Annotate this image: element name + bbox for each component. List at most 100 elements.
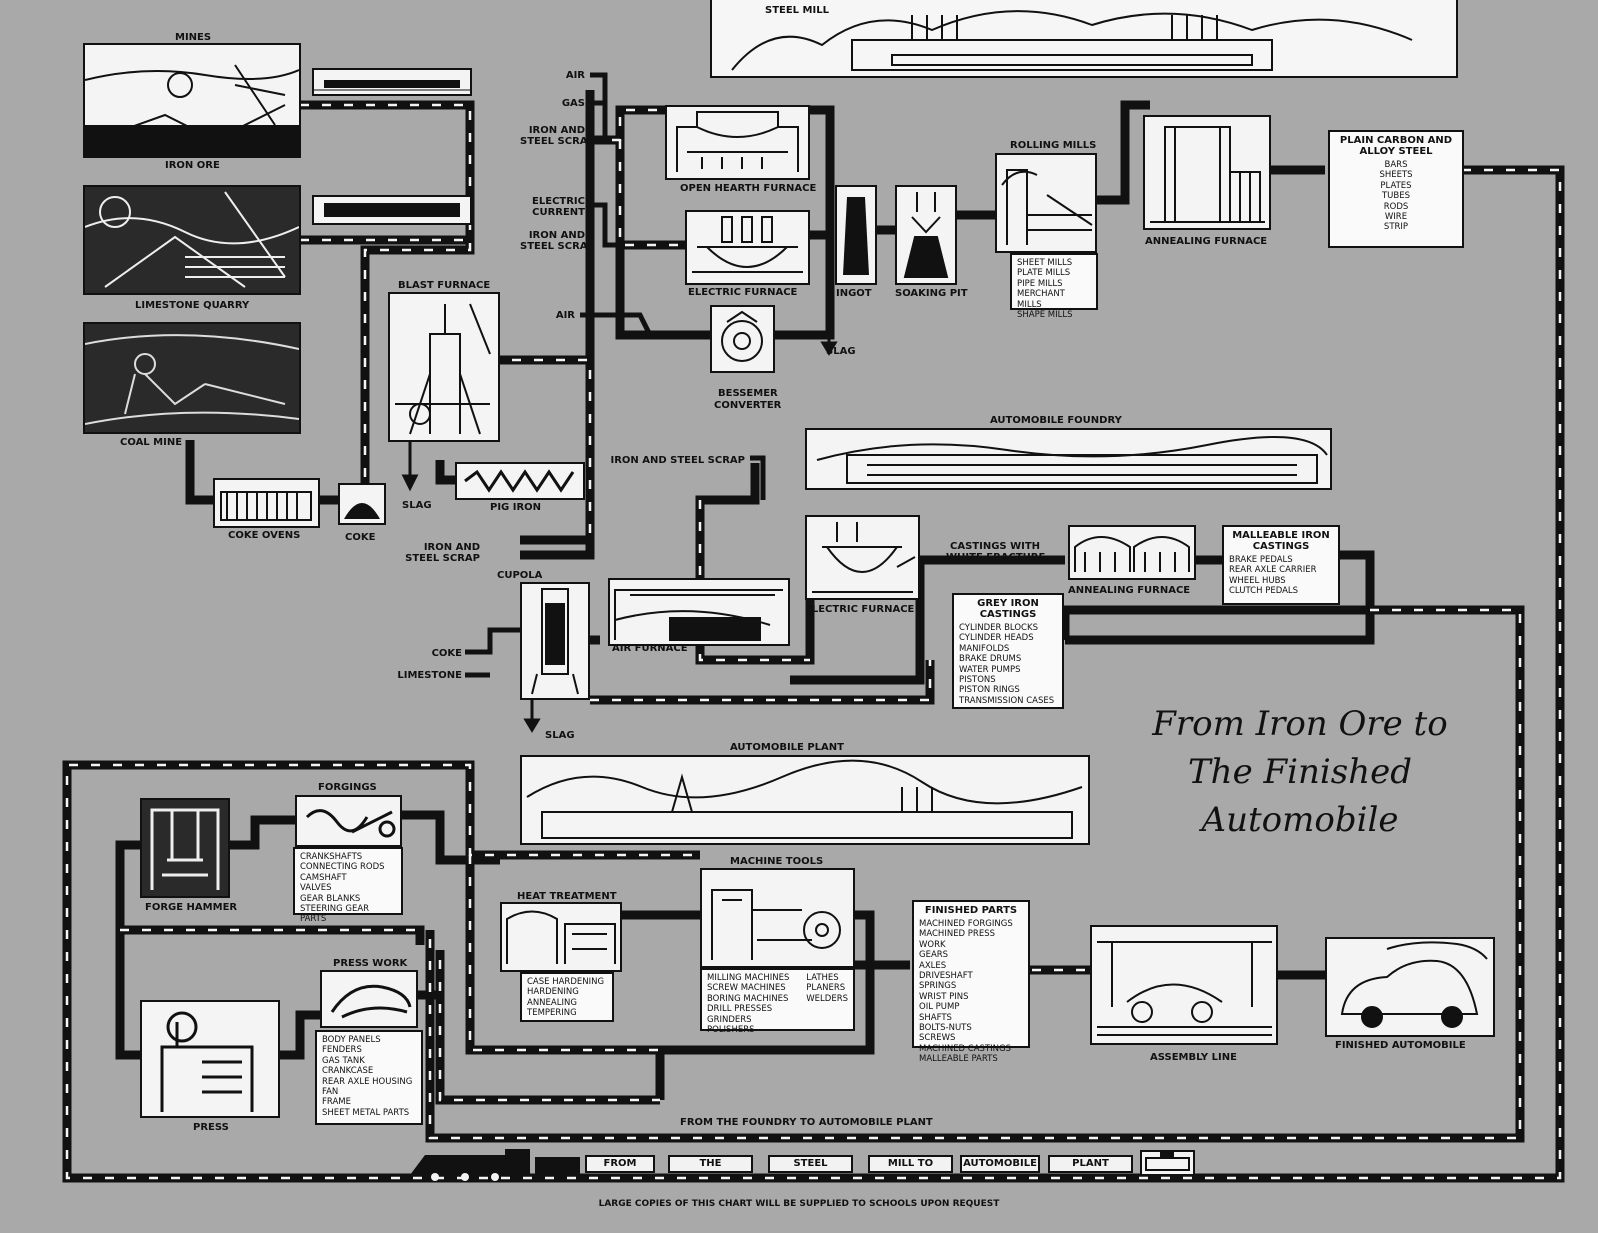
annealing-furnace-2-picture [1068, 525, 1196, 580]
iron-ore-label: IRON ORE [165, 160, 220, 171]
machine-item: POLISHERS [707, 1025, 755, 1036]
ingot-label: INGOT [836, 288, 872, 299]
heat-item: ANNEALING [527, 997, 577, 1008]
pig-iron-label: PIG IRON [490, 502, 542, 513]
rolling-mills-picture [995, 153, 1097, 253]
grey-iron-item: MANIFOLDS [959, 643, 1010, 654]
steel-mill-label: STEEL MILL [765, 5, 829, 16]
press-item: REAR AXLE HOUSING [322, 1076, 413, 1087]
malleable-item: BRAKE PEDALS [1229, 555, 1293, 565]
machine-item: GRINDERS [707, 1014, 752, 1025]
flow-line [115, 930, 140, 1060]
press-item: FRAME [322, 1097, 351, 1108]
ingot-picture [835, 185, 877, 285]
machine-tools-label: MACHINE TOOLS [730, 856, 824, 867]
train-car-3: STEEL [768, 1155, 853, 1173]
coke-input: COKE [431, 648, 462, 659]
product-item: SHEET MILLS [1017, 258, 1073, 268]
iron-scrap-input-2a: IRON AND [528, 230, 585, 241]
train-car-4: MILL TO [868, 1155, 953, 1173]
forgings-products: CRANKSHAFTS CONNECTING RODS CAMSHAFT VAL… [293, 847, 403, 924]
iron-scrap-input-1a: IRON AND [528, 125, 585, 136]
blast-furnace-label: BLAST FURNACE [398, 280, 491, 291]
machine-item: LATHES [806, 973, 839, 983]
electric-furnace-2-picture [805, 515, 920, 600]
air-input-2: AIR [555, 310, 575, 321]
press-item: FENDERS [322, 1045, 362, 1056]
part-item: SHAFTS [919, 1012, 952, 1023]
grey-iron-item: CYLINDER BLOCKS [959, 623, 1038, 633]
grey-iron-item: CYLINDER HEADS [959, 633, 1034, 644]
forging-item: GEAR BLANKS [300, 893, 361, 904]
coke-ovens-picture [213, 478, 320, 528]
forging-item: CAMSHAFT [300, 872, 347, 883]
heat-item: TEMPERING [527, 1008, 577, 1019]
pig-iron-picture [455, 462, 585, 500]
machine-item: PLANERS [806, 983, 846, 994]
machine-item: WELDERS [806, 993, 848, 1004]
open-hearth-picture [665, 105, 810, 180]
title-line-3: Automobile [1201, 800, 1399, 840]
malleable-item: CLUTCH PEDALS [1229, 586, 1299, 597]
flow-line [435, 460, 455, 485]
forging-item: VALVES [300, 883, 332, 894]
soaking-pit-label: SOAKING PIT [895, 288, 968, 299]
malleable-item: WHEEL HUBS [1229, 575, 1286, 586]
train-car-5: AUTOMOBILE [960, 1155, 1040, 1173]
steel-product: SHEETS [1379, 170, 1413, 181]
coke-ovens-label: COKE OVENS [228, 530, 301, 541]
electric-furnace-1-label: ELECTRIC FURNACE [688, 287, 798, 298]
press-item: CRANKCASE [322, 1066, 374, 1077]
foundry-picture [805, 428, 1332, 490]
title-line-1: From Iron Ore to [1152, 704, 1448, 744]
coke-label: COKE [345, 532, 376, 543]
grey-iron-heading: GREY IRON CASTINGS [977, 598, 1039, 620]
grey-iron-box: GREY IRON CASTINGS CYLINDER BLOCKS CYLIN… [952, 593, 1064, 709]
grey-iron-item: WATER PUMPS [959, 664, 1021, 675]
ore-train-picture [312, 195, 472, 225]
forging-item: CRANKSHAFTS [300, 852, 363, 862]
part-item: SCREWS [919, 1033, 956, 1044]
foundry-to-plant-label: FROM THE FOUNDRY TO AUTOMOBILE PLANT [680, 1117, 933, 1128]
blast-furnace-picture [388, 292, 500, 442]
press-item: SHEET METAL PARTS [322, 1107, 410, 1118]
part-item: MACHINED CASTINGS [919, 1043, 1011, 1054]
assembly-line-picture [1090, 925, 1278, 1045]
footer-note: LARGE COPIES OF THIS CHART WILL BE SUPPL… [598, 1199, 1000, 1209]
annealing-furnace-1-label: ANNEALING FURNACE [1145, 236, 1268, 247]
forge-hammer-picture [140, 798, 230, 898]
forge-hammer-label: FORGE HAMMER [145, 902, 238, 913]
white-fracture-label-b: WHITE FRACTURE [946, 552, 1046, 563]
flow-line [490, 355, 595, 545]
air-input-1: AIR [565, 70, 585, 81]
press-item: GAS TANK [322, 1055, 365, 1066]
caboose-icon [1140, 1150, 1195, 1176]
electric-current-b: CURRENT [532, 207, 585, 218]
flow-line [225, 815, 295, 850]
annealing-furnace-1-picture [1143, 115, 1271, 230]
annealing-furnace-2-label: ANNEALING FURNACE [1068, 585, 1191, 596]
electric-furnace-1-picture [685, 210, 810, 285]
flow-line [590, 105, 665, 145]
heat-item: HARDENING [527, 987, 579, 998]
malleable-box: MALLEABLE IRON CASTINGS BRAKE PEDALS REA… [1222, 525, 1340, 605]
part-item: GEARS [919, 950, 949, 961]
bessemer-label: BESSEMER [718, 388, 778, 399]
flow-line [615, 245, 710, 340]
malleable-heading: MALLEABLE IRON CASTINGS [1232, 530, 1330, 552]
forging-item: STEERING GEAR PARTS [300, 904, 370, 925]
soaking-pit-picture [895, 185, 957, 285]
malleable-item: REAR AXLE CARRIER [1229, 565, 1317, 576]
press-label: PRESS [193, 1122, 229, 1133]
steel-mill-icon [731, 10, 1413, 71]
part-item: AXLES [919, 960, 947, 971]
ore-boat-picture [312, 68, 472, 96]
grey-iron-item: BRAKE DRUMS [959, 654, 1022, 665]
chart-title: From Iron Ore to The Finished Automobile [1130, 700, 1470, 844]
train-car-6: PLANT [1048, 1155, 1133, 1173]
steel-product: BARS [1384, 160, 1408, 170]
part-item: OIL PUMP [919, 1002, 960, 1013]
product-item: PIPE MILLS [1017, 278, 1063, 289]
part-item: MALLEABLE PARTS [919, 1054, 998, 1065]
coke-pile-picture [338, 483, 386, 525]
